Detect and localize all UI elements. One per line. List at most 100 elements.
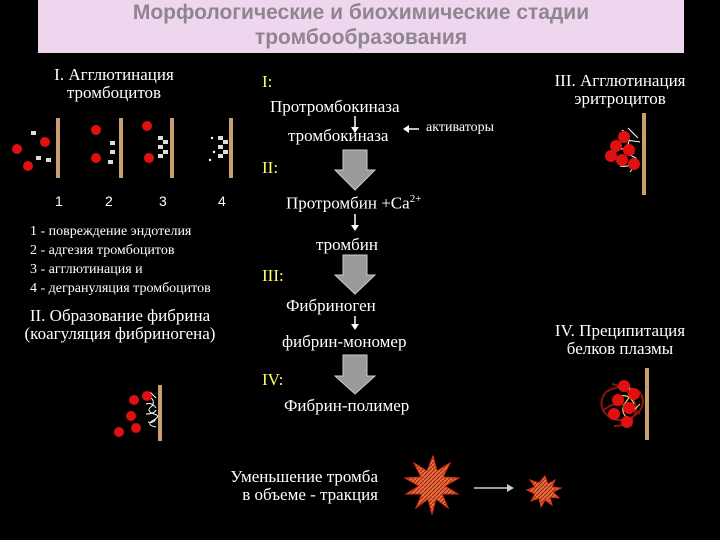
granule bbox=[208, 158, 212, 162]
protein-precipitation-scene bbox=[600, 368, 649, 440]
stage-iii-morph-line1: III. Агглютинация bbox=[554, 71, 686, 90]
granule bbox=[212, 150, 216, 154]
stage-ii-morph-line1: II. Образование фибрина bbox=[29, 306, 211, 325]
stage-number-3: 3 bbox=[159, 193, 167, 209]
prothrombin-label: Протромбин +Са bbox=[286, 193, 410, 213]
stage-i-morph-line2: тромбоцитов bbox=[66, 83, 162, 102]
retraction-line1: Уменьшение тромба bbox=[230, 467, 378, 486]
platelet bbox=[223, 140, 228, 144]
stage-iii-morph-line2: эритроцитов bbox=[574, 89, 666, 108]
small-arrow-prothrombokinase bbox=[351, 116, 359, 133]
platelet bbox=[163, 140, 168, 144]
platelet bbox=[223, 150, 228, 154]
vessel-wall-2 bbox=[119, 118, 123, 178]
stage-number-2: 2 bbox=[105, 193, 113, 209]
platelet bbox=[218, 136, 223, 140]
stage-iv-morph-line2: белков плазмы bbox=[566, 339, 674, 358]
erythrocyte bbox=[23, 161, 33, 171]
legend-item-2: 2 - адгезия тромбоцитов bbox=[30, 243, 175, 258]
small-arrow-fibrinogen bbox=[351, 316, 359, 330]
platelet bbox=[163, 150, 168, 154]
erythrocyte bbox=[616, 154, 628, 166]
erythrocyte bbox=[142, 391, 152, 401]
erythrocyte bbox=[144, 153, 154, 163]
title-line-2: тромбообразования bbox=[254, 26, 468, 49]
platelet bbox=[108, 160, 113, 164]
erythrocyte bbox=[608, 408, 620, 420]
platelet bbox=[110, 141, 115, 145]
phase-iii-label: III: bbox=[262, 266, 284, 285]
small-arrow-thrombin bbox=[351, 214, 359, 231]
fibrinogen-text: Фибриноген bbox=[286, 296, 376, 315]
vessel-wall-fibrin bbox=[158, 385, 162, 441]
erythrocyte bbox=[126, 411, 136, 421]
prothrombokinase-text: Протромбокиназа bbox=[270, 97, 400, 116]
retraction-arrow bbox=[474, 484, 514, 492]
stage-ii-morph-title: II. Образование фибрина (коагуляция фибр… bbox=[6, 307, 234, 343]
activators-text: активаторы bbox=[426, 120, 495, 135]
platelet bbox=[218, 145, 223, 149]
vessel-wall-1 bbox=[56, 118, 60, 178]
stage-2-vessel bbox=[91, 118, 123, 178]
retraction-line2: в объеме - тракция bbox=[242, 485, 378, 504]
phase-ii-label: II: bbox=[262, 158, 279, 177]
stage-1-vessel bbox=[12, 118, 60, 178]
big-arrow-phase-iii bbox=[333, 254, 377, 295]
title-banner: Морфологические и биохимические стадии т… bbox=[38, 0, 684, 53]
stage-iii-morph-title: III. Агглютинация эритроцитов bbox=[538, 72, 702, 108]
stage-ii-morph-line2: (коагуляция фибриногена) bbox=[24, 324, 216, 343]
erythrocyte bbox=[618, 131, 630, 143]
platelet bbox=[36, 156, 41, 160]
erythrocyte bbox=[628, 158, 640, 170]
legend-item-1: 1 - повреждение эндотелия bbox=[30, 224, 192, 239]
erythrocyte bbox=[610, 140, 622, 152]
erythrocyte bbox=[131, 423, 141, 433]
small-clot-star bbox=[525, 475, 563, 509]
erythrocyte bbox=[12, 144, 22, 154]
fibrin-monomer-text: фибрин-мономер bbox=[282, 332, 407, 351]
stage-iv-morph-line1: IV. Преципитация bbox=[554, 321, 686, 340]
fibrin-tangle bbox=[145, 391, 158, 428]
erythrocyte bbox=[628, 388, 640, 400]
vessel-wall-3 bbox=[170, 118, 174, 178]
vessel-wall-erythro bbox=[642, 113, 646, 195]
fibrin-polymer-text: Фибрин-полимер bbox=[284, 396, 410, 415]
thrombokinase-text: тромбокиназа bbox=[288, 126, 389, 145]
title-line-1: Морфологические и биохимические стадии bbox=[132, 1, 590, 24]
erythrocyte bbox=[623, 144, 635, 156]
stage-3-vessel bbox=[142, 118, 174, 178]
phase-i-label: I: bbox=[262, 72, 273, 91]
large-clot-star bbox=[403, 454, 461, 516]
platelet bbox=[110, 150, 115, 154]
stage-i-morph-title: I. Агглютинация тромбоцитов bbox=[40, 66, 188, 102]
big-arrow-phase-ii bbox=[333, 149, 377, 191]
erythrocyte bbox=[91, 153, 101, 163]
activators-arrow bbox=[403, 125, 419, 133]
stage-i-morph-line1: I. Агглютинация bbox=[54, 65, 174, 84]
phase-iv-label: IV: bbox=[262, 370, 284, 389]
platelet bbox=[46, 158, 51, 162]
stage-number-1: 1 bbox=[55, 193, 63, 209]
stage-iv-morph-title: IV. Преципитация белков плазмы bbox=[538, 322, 702, 358]
granule bbox=[210, 136, 214, 140]
stage-legend: 1 - повреждение эндотелия 2 - адгезия тр… bbox=[30, 222, 211, 298]
erythrocyte bbox=[40, 137, 50, 147]
stage-number-4: 4 bbox=[218, 193, 226, 209]
platelet bbox=[218, 154, 223, 158]
retraction-text: Уменьшение тромба в объеме - тракция bbox=[192, 468, 378, 504]
legend-item-4: 4 - дегрануляция тромбоцитов bbox=[30, 281, 211, 296]
platelet bbox=[31, 131, 36, 135]
erythrocyte bbox=[605, 150, 617, 162]
erythrocyte bbox=[621, 416, 633, 428]
erythrocyte bbox=[114, 427, 124, 437]
thrombin-text: тромбин bbox=[316, 235, 378, 254]
vessel-wall-4 bbox=[229, 118, 233, 178]
stage-4-vessel bbox=[208, 118, 233, 178]
prothrombin-text: Протромбин +Са2+ bbox=[286, 193, 421, 214]
erythrocyte-agglutination-scene bbox=[605, 113, 646, 195]
vessel-wall-precip bbox=[645, 368, 649, 440]
calcium-charge: 2+ bbox=[409, 193, 422, 205]
platelet bbox=[158, 136, 163, 140]
platelet bbox=[158, 154, 163, 158]
